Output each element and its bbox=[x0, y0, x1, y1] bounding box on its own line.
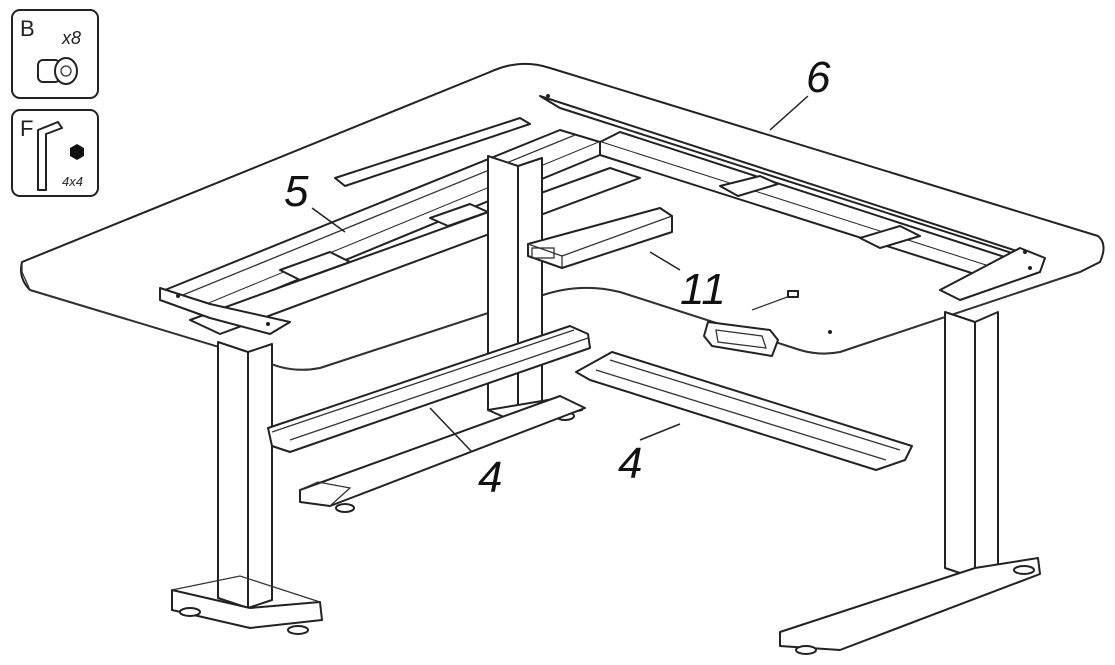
parts-box-b: B x8 bbox=[11, 9, 99, 99]
callout-control-box: 11 bbox=[680, 265, 726, 314]
leader-control-box bbox=[649, 251, 681, 271]
leg-right-front bbox=[779, 311, 1041, 655]
parts-box-f: F 4x4 bbox=[11, 109, 99, 197]
parts-box-b-quantity: x8 bbox=[61, 28, 81, 48]
parts-box-f-size: 4x4 bbox=[62, 174, 83, 189]
callout-desktop: 6 bbox=[806, 53, 831, 102]
leader-frame bbox=[311, 207, 346, 233]
handset-keypad bbox=[703, 290, 799, 357]
parts-box-b-letter: B bbox=[20, 16, 35, 41]
cable-tray-right bbox=[575, 351, 913, 471]
cable-tray-left bbox=[267, 325, 591, 453]
foot-bar-left bbox=[299, 395, 586, 513]
allen-key-icon bbox=[37, 121, 84, 191]
callout-frame: 5 bbox=[284, 167, 309, 216]
callout-tray-left: 4 bbox=[478, 453, 502, 502]
leader-desktop bbox=[769, 95, 809, 131]
parts-box-f-letter: F bbox=[20, 116, 33, 141]
control-box bbox=[527, 207, 673, 269]
leader-tray-left bbox=[429, 407, 473, 453]
screw-icon bbox=[37, 57, 78, 85]
leg-left-front bbox=[171, 341, 323, 635]
callout-tray-right: 4 bbox=[618, 439, 642, 488]
leader-tray-right bbox=[639, 423, 681, 441]
